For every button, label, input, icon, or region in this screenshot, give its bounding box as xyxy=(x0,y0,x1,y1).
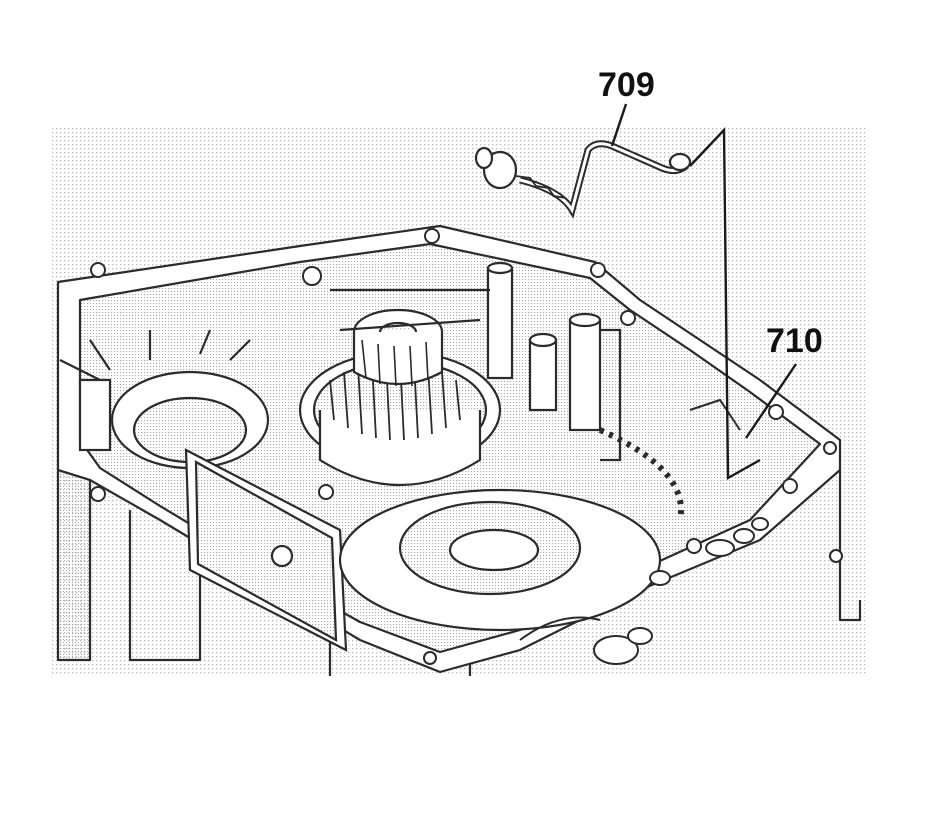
callout-709: 709 xyxy=(598,66,655,104)
cover-plate xyxy=(184,448,348,652)
harness-assembly-709 xyxy=(474,140,692,219)
right-bore xyxy=(338,427,684,632)
side-ports xyxy=(519,398,769,665)
leader-lines xyxy=(610,103,797,481)
left-bore xyxy=(59,329,270,470)
gear-cluster xyxy=(298,308,502,487)
valve-towers xyxy=(330,261,622,462)
callout-710: 710 xyxy=(766,322,823,360)
